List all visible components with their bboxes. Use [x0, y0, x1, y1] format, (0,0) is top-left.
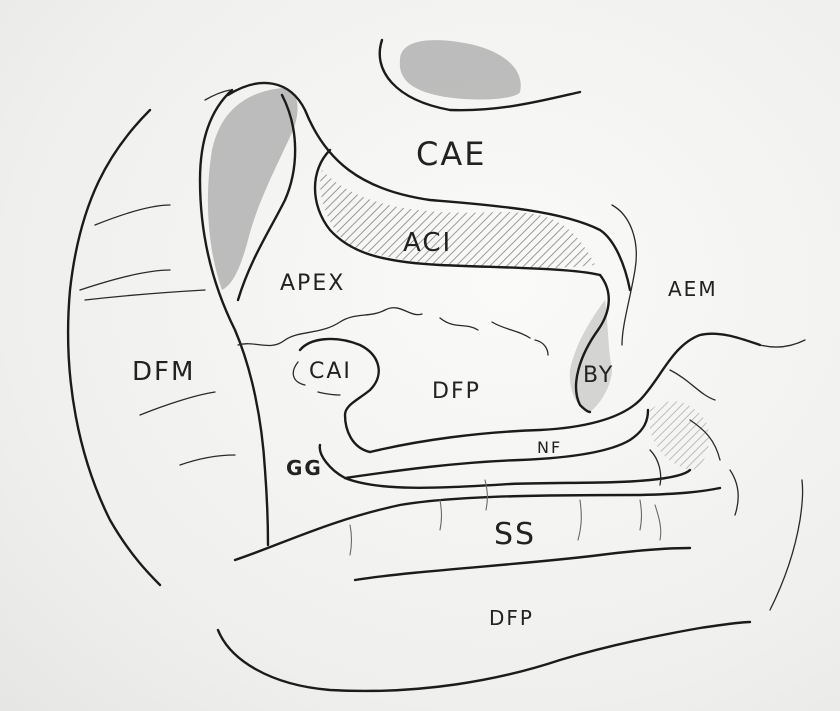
- label-dfm: DFM: [132, 357, 195, 387]
- dfm-stroke-4: [140, 392, 215, 415]
- ss-stroke-2: [440, 500, 442, 530]
- dfm-stroke-3: [85, 290, 205, 300]
- dfm-stroke-1: [95, 205, 170, 225]
- ss-stroke-5: [655, 505, 661, 540]
- label-apex: APEX: [280, 271, 345, 296]
- label-dfp-upper: DFP: [432, 379, 481, 404]
- dfp-wavy-boundary: [238, 308, 548, 355]
- label-by: BY: [583, 363, 614, 388]
- outer-left-contour: [68, 110, 160, 585]
- right-flare-contour: [730, 470, 738, 515]
- aem-outer-contour: [612, 205, 636, 345]
- shaded-top-oval: [400, 40, 521, 99]
- dfp-lower-upper-contour: [355, 548, 690, 580]
- label-aci: ACI: [403, 228, 452, 258]
- label-nf: NF: [537, 438, 562, 457]
- ss-stroke-3: [578, 500, 581, 540]
- shaded-right-patch: [650, 401, 709, 470]
- label-cai: CAI: [309, 359, 352, 384]
- label-aem: AEM: [668, 277, 718, 301]
- right-vertical-contour: [770, 480, 803, 610]
- label-ss: SS: [494, 517, 536, 552]
- label-gg: GG: [286, 456, 323, 480]
- aem-right-edge: [760, 340, 805, 347]
- dfm-stroke-2: [80, 270, 170, 290]
- label-dfp-lower: DFP: [489, 606, 534, 630]
- ss-stroke-1: [350, 525, 352, 555]
- ss-stroke-4: [640, 500, 642, 530]
- shaded-aci-band: [320, 170, 595, 268]
- label-cae: CAE: [416, 135, 486, 173]
- dfm-stroke-5: [180, 455, 235, 465]
- dfp-lower-outer-contour: [218, 622, 750, 691]
